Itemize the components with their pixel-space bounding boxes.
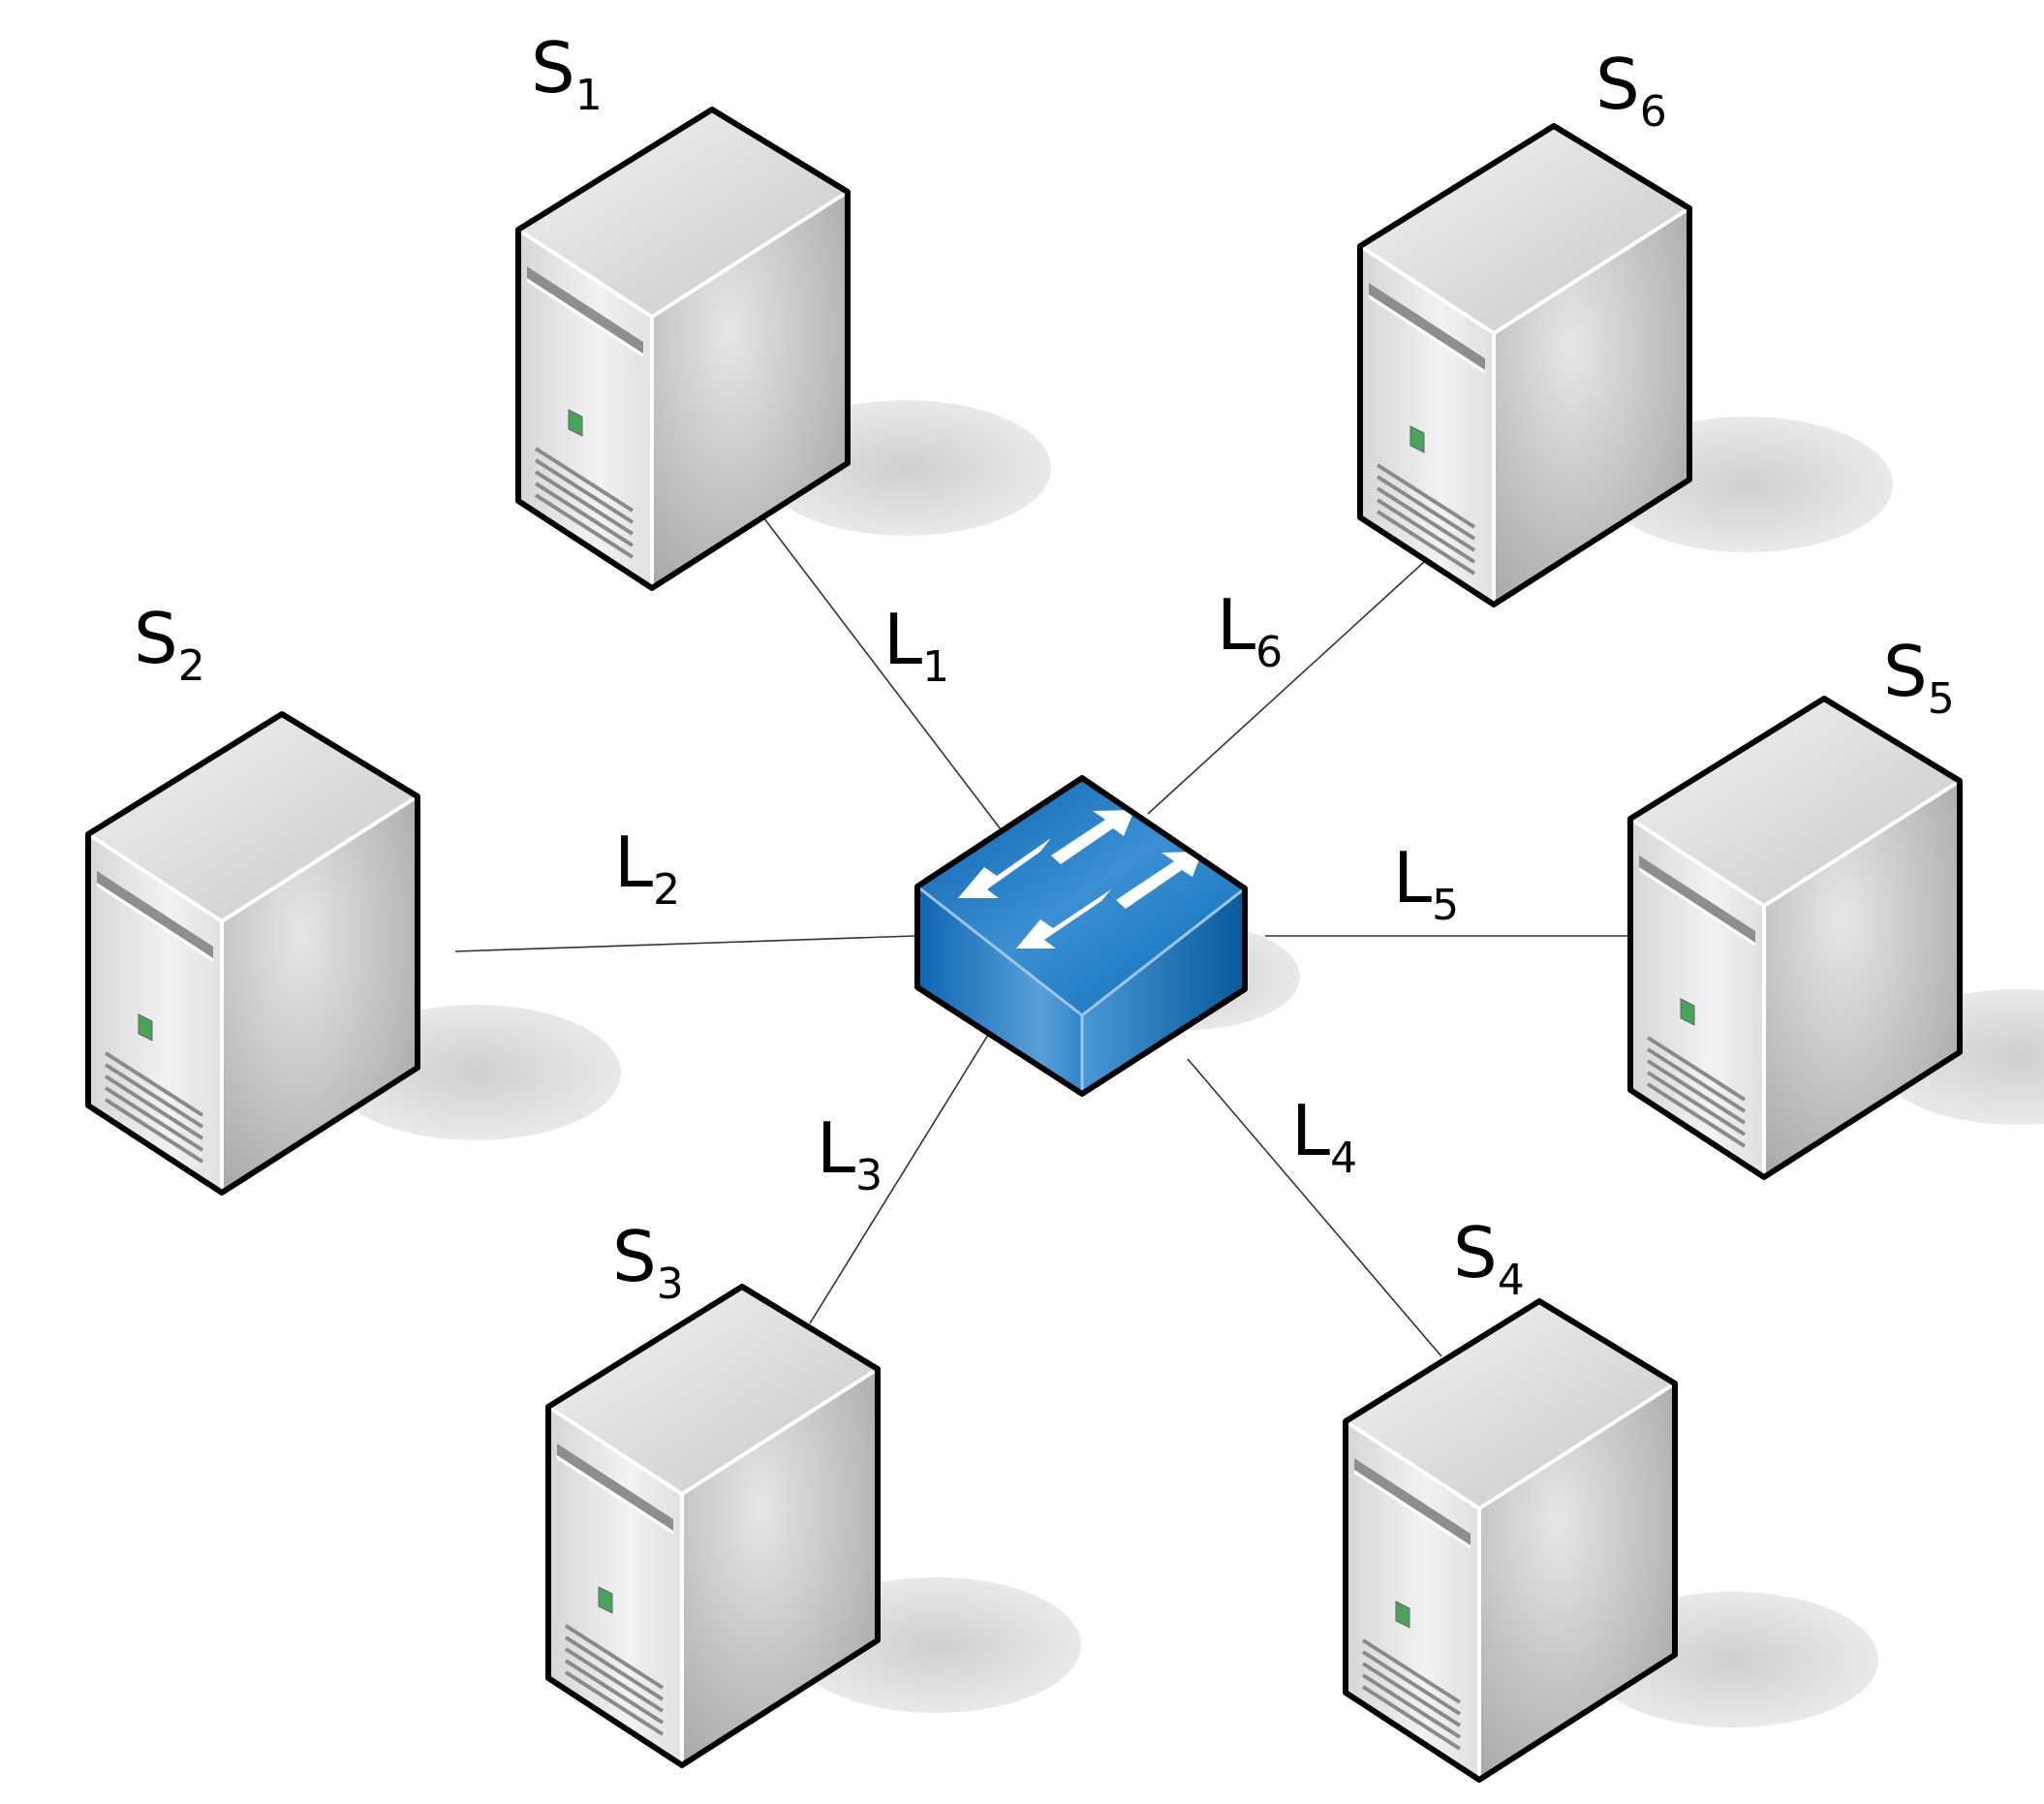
server-tower-icon bbox=[1360, 126, 1893, 605]
server-tower-icon bbox=[1346, 1301, 1878, 1780]
network-switch-icon bbox=[914, 775, 1300, 1097]
link-label-l2: L2 bbox=[614, 822, 680, 915]
server-s1[interactable] bbox=[518, 109, 1051, 588]
network-switch[interactable] bbox=[914, 775, 1300, 1097]
server-tower-icon bbox=[1630, 699, 2044, 1177]
link-l4[interactable] bbox=[1187, 1058, 1442, 1357]
server-label-s3: S3 bbox=[612, 1216, 684, 1309]
server-tower-icon bbox=[548, 1287, 1081, 1765]
server-s5[interactable] bbox=[1630, 699, 2044, 1177]
server-s2[interactable] bbox=[88, 714, 621, 1193]
server-s6[interactable] bbox=[1360, 126, 1893, 605]
server-tower-icon bbox=[518, 109, 1051, 588]
link-l6[interactable] bbox=[1147, 561, 1425, 815]
links-layer bbox=[454, 513, 1630, 1357]
link-l3[interactable] bbox=[809, 1034, 989, 1324]
link-label-l4: L4 bbox=[1291, 1090, 1357, 1183]
server-label-s6: S6 bbox=[1595, 44, 1667, 137]
server-label-s1: S1 bbox=[531, 27, 603, 120]
server-label-s2: S2 bbox=[134, 598, 205, 691]
server-s4[interactable] bbox=[1346, 1301, 1878, 1780]
link-label-l3: L3 bbox=[817, 1107, 883, 1200]
server-label-s4: S4 bbox=[1453, 1212, 1525, 1305]
link-l1[interactable] bbox=[759, 513, 1005, 834]
server-tower-icon bbox=[88, 714, 621, 1193]
server-s3[interactable] bbox=[548, 1287, 1081, 1765]
link-label-l5: L5 bbox=[1393, 837, 1459, 930]
link-label-l1: L1 bbox=[883, 599, 949, 692]
link-l2[interactable] bbox=[454, 935, 916, 952]
link-label-l6: L6 bbox=[1217, 584, 1283, 677]
server-label-s5: S5 bbox=[1883, 631, 1955, 724]
